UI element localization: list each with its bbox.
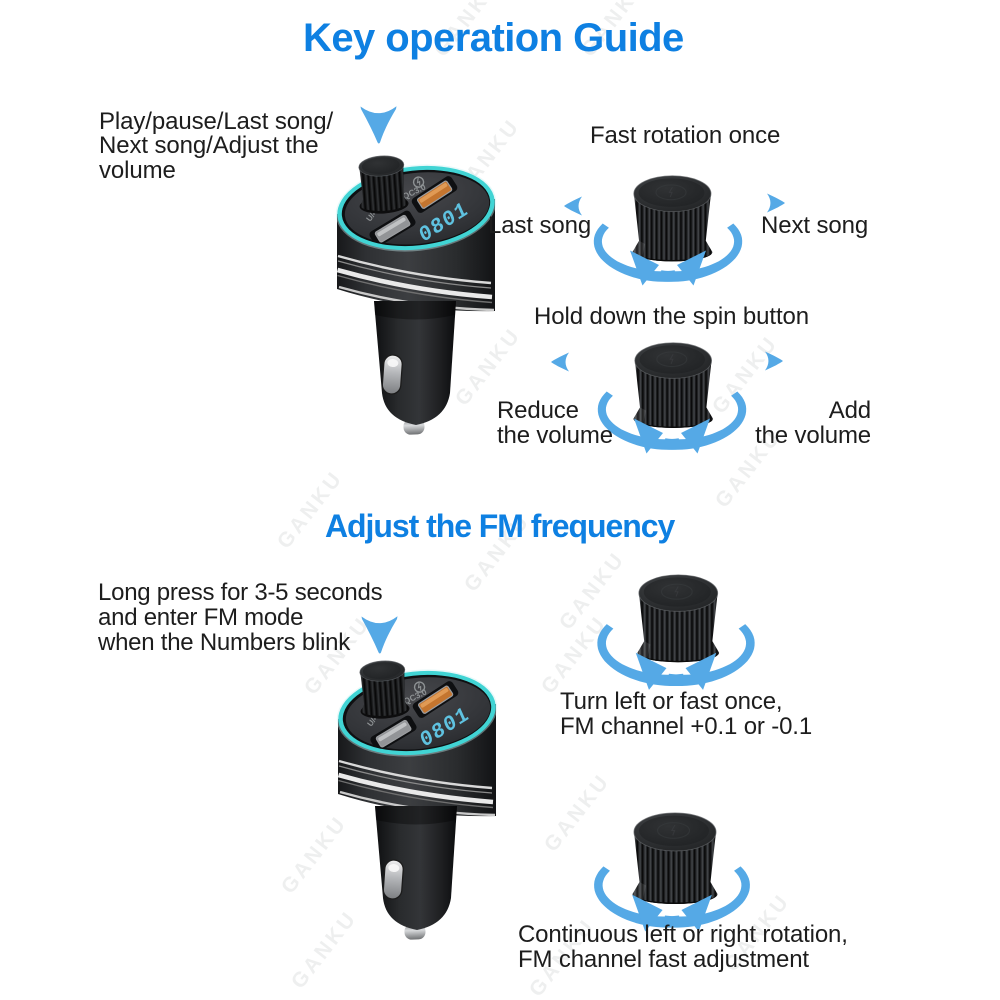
svg-text:GANKU: GANKU [277,811,352,898]
svg-text:GANKU: GANKU [287,906,362,993]
svg-text:GANKU: GANKU [540,769,615,856]
